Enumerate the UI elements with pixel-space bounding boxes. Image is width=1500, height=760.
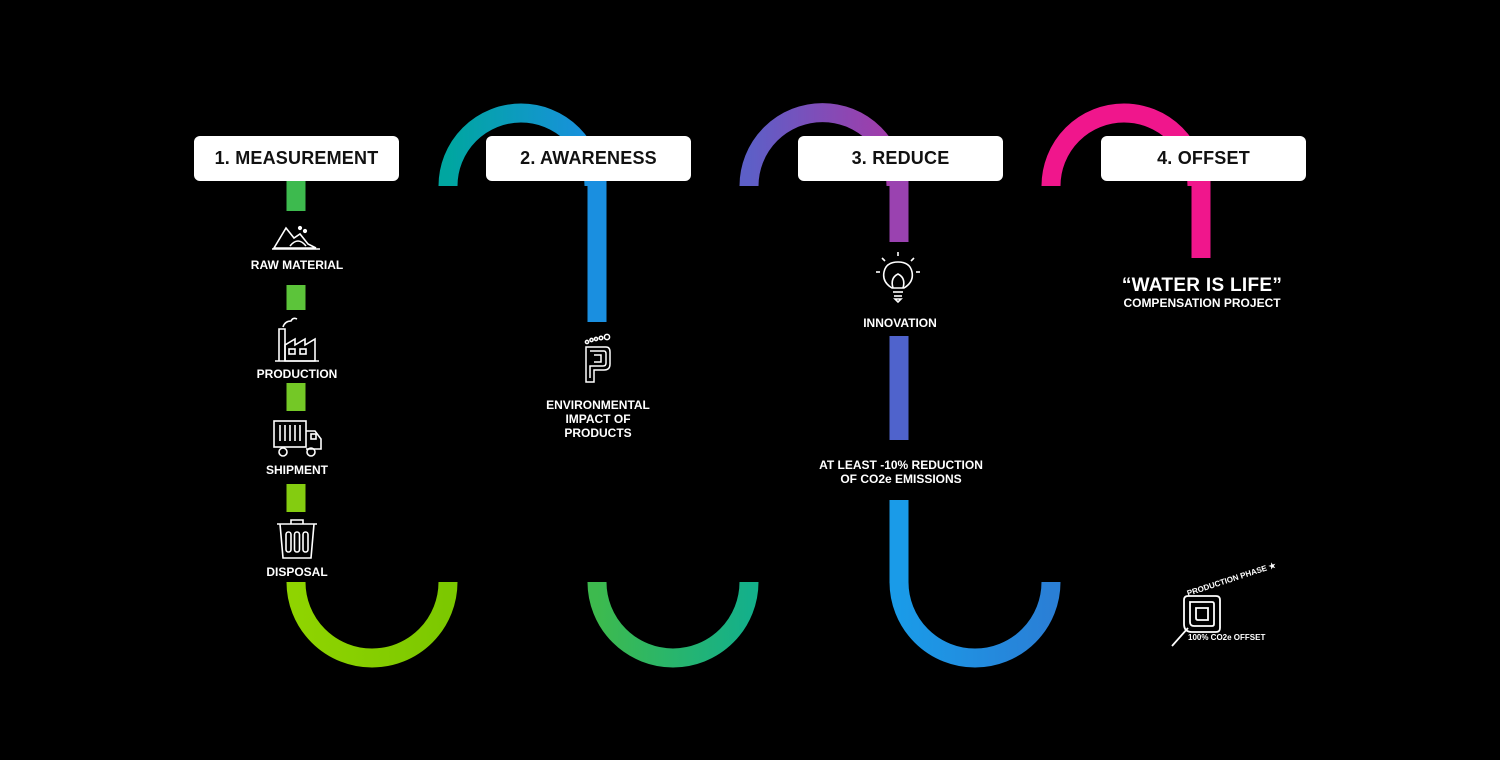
label-innovation: INNOVATION	[863, 316, 937, 330]
label-reduction-line2: OF CO2e EMISSIONS	[840, 472, 962, 486]
label-production: PRODUCTION	[256, 367, 338, 381]
label-environmental-impact: ENVIRONMENTAL IMPACT OF PRODUCTS	[546, 398, 650, 440]
project-title: “WATER IS LIFE”	[1121, 275, 1283, 296]
stage-box-offset: 4. OFFSET	[1101, 136, 1306, 181]
path-segment	[286, 581, 458, 668]
leaf-badge-icon	[1171, 595, 1221, 647]
raw-material-icon	[272, 225, 320, 250]
stage-box-measurement: 1. MEASUREMENT	[194, 136, 399, 181]
bin-icon	[277, 519, 317, 559]
footprint-icon	[584, 333, 611, 383]
label-shipment: SHIPMENT	[265, 463, 329, 477]
badge-bottom-text: 100% CO2e OFFSET	[1188, 633, 1265, 642]
path-segment	[889, 581, 1061, 668]
project-subtitle: COMPENSATION PROJECT	[1123, 296, 1281, 310]
label-raw-material: RAW MATERIAL	[250, 258, 344, 272]
label-reduction-line1: AT LEAST -10% REDUCTION	[819, 458, 983, 472]
label-disposal: DISPOSAL	[266, 565, 328, 579]
factory-icon	[275, 317, 319, 362]
stage-box-reduce: 3. REDUCE	[798, 136, 1003, 181]
path-segment	[587, 581, 759, 668]
truck-icon	[273, 420, 322, 457]
stage-box-awareness: 2. AWARENESS	[486, 136, 691, 181]
lightbulb-icon	[876, 252, 920, 304]
